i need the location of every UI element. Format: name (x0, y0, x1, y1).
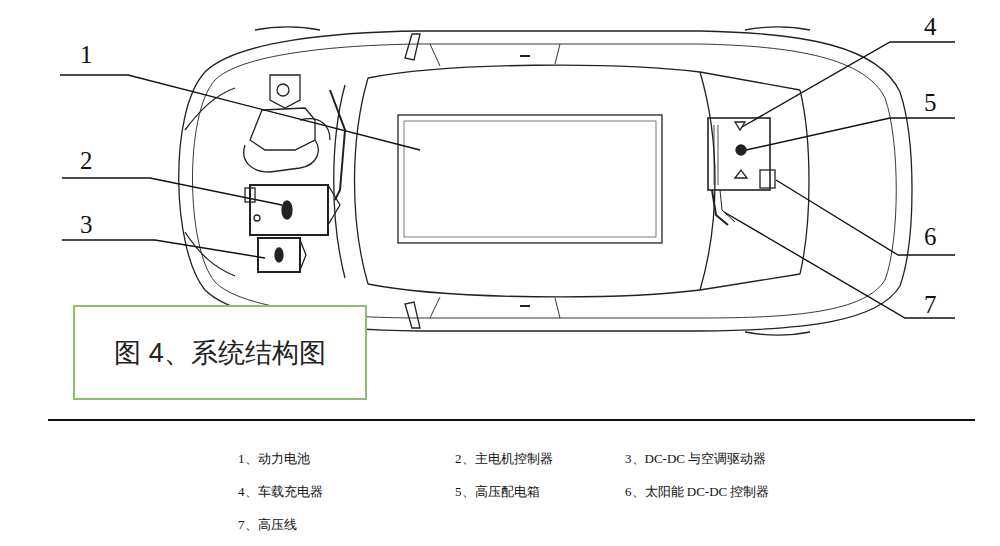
legend-item: 4、车载充电器 (238, 484, 323, 500)
legend-item: 5、高压配电箱 (455, 484, 540, 500)
legend-item: 3、DC-DC 与空调驱动器 (625, 451, 766, 467)
callout-number: 6 (924, 224, 937, 249)
callout-number: 4 (924, 14, 937, 39)
legend-item: 2、主电机控制器 (455, 451, 553, 467)
legend-item: 7、高压线 (238, 517, 297, 533)
callout-number: 2 (80, 148, 93, 173)
caption-box: 图 4、系统结构图 (73, 305, 367, 400)
caption-text: 图 4、系统结构图 (114, 335, 326, 371)
callout-number: 1 (80, 42, 93, 67)
callout-number: 3 (80, 212, 93, 237)
legend-item: 1、动力电池 (238, 451, 310, 467)
callout-number: 7 (924, 292, 937, 317)
legend-item: 6、太阳能 DC-DC 控制器 (625, 484, 769, 500)
callout-number: 5 (924, 90, 937, 115)
